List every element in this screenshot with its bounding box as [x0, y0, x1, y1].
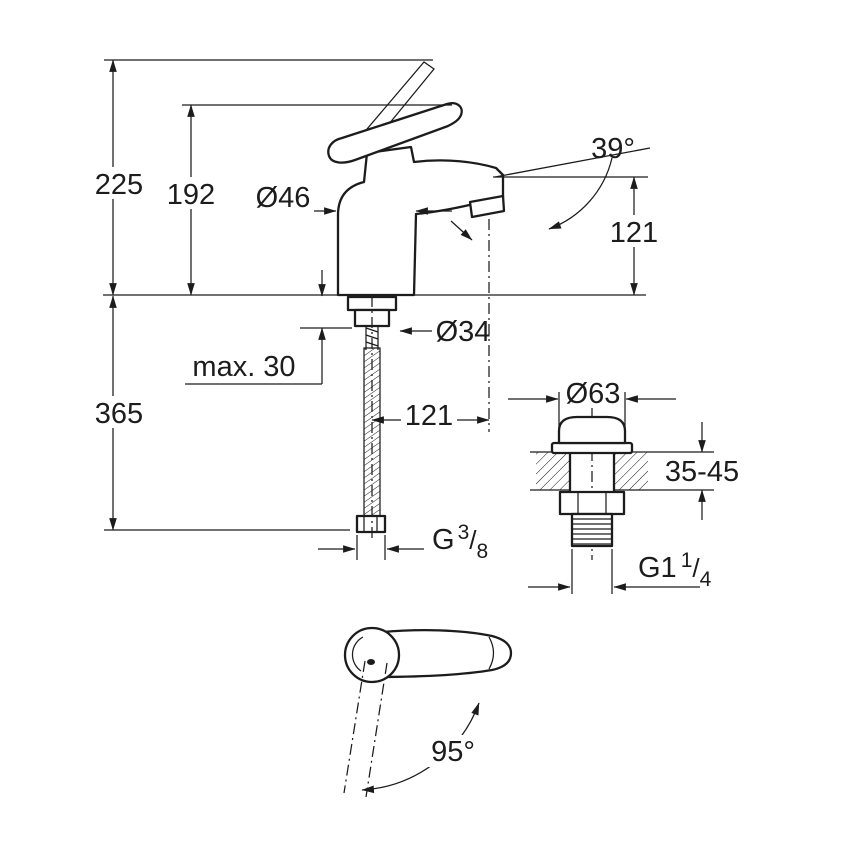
lever-top-view — [370, 629, 513, 679]
deck-hatch-left — [536, 452, 570, 490]
handle-pivot — [343, 626, 401, 684]
angle-39-label: 39° — [591, 133, 635, 165]
dim-192-label: 192 — [167, 179, 215, 211]
faucet-body — [336, 145, 505, 297]
below-deck-assembly — [346, 295, 398, 542]
dim-225-label: 225 — [95, 169, 143, 201]
faucet-side-view — [103, 61, 646, 542]
drain-assembly-view — [530, 408, 714, 560]
dimension-spout-angle: 39° — [450, 133, 651, 241]
aerator — [468, 194, 506, 219]
dim-35-45-label: 35-45 — [665, 456, 739, 488]
dia-34-label: Ø34 — [436, 316, 491, 348]
dimension-overall-height: 225 — [91, 59, 433, 296]
dim-121-height-label: 121 — [610, 217, 658, 249]
dia-46-label: Ø46 — [256, 182, 311, 214]
dimension-outlet-height: 121 — [606, 176, 662, 296]
max-30-label: max. 30 — [192, 351, 295, 383]
dia-63-label: Ø63 — [566, 378, 621, 410]
dim-365-label: 365 — [95, 398, 143, 430]
dimension-hose-length: 365 — [91, 295, 350, 531]
pivot-dot — [367, 659, 375, 665]
deck-hatch-right — [614, 452, 648, 490]
lever-handle — [327, 102, 463, 164]
dimension-max-deck-thickness: max. 30 — [185, 270, 352, 385]
hose-end-nut — [355, 514, 387, 534]
drain-flange — [550, 441, 634, 455]
handle-top-view: 95° — [343, 626, 513, 798]
dimension-spout-reach: 121 — [371, 219, 490, 432]
dimension-hole-diameter: Ø34 — [399, 316, 491, 348]
drain-push-cap — [557, 415, 627, 445]
dimension-spout-height: 192 — [163, 104, 452, 296]
drain-locknut — [558, 490, 626, 516]
dim-121-reach-label: 121 — [405, 400, 453, 432]
dimension-drain-deck-range: 35-45 — [661, 422, 743, 520]
dimension-body-diameter: Ø46 — [256, 182, 452, 215]
dimension-drain-diameter: Ø63 — [508, 378, 676, 428]
angle-95-label: 95° — [431, 736, 475, 768]
